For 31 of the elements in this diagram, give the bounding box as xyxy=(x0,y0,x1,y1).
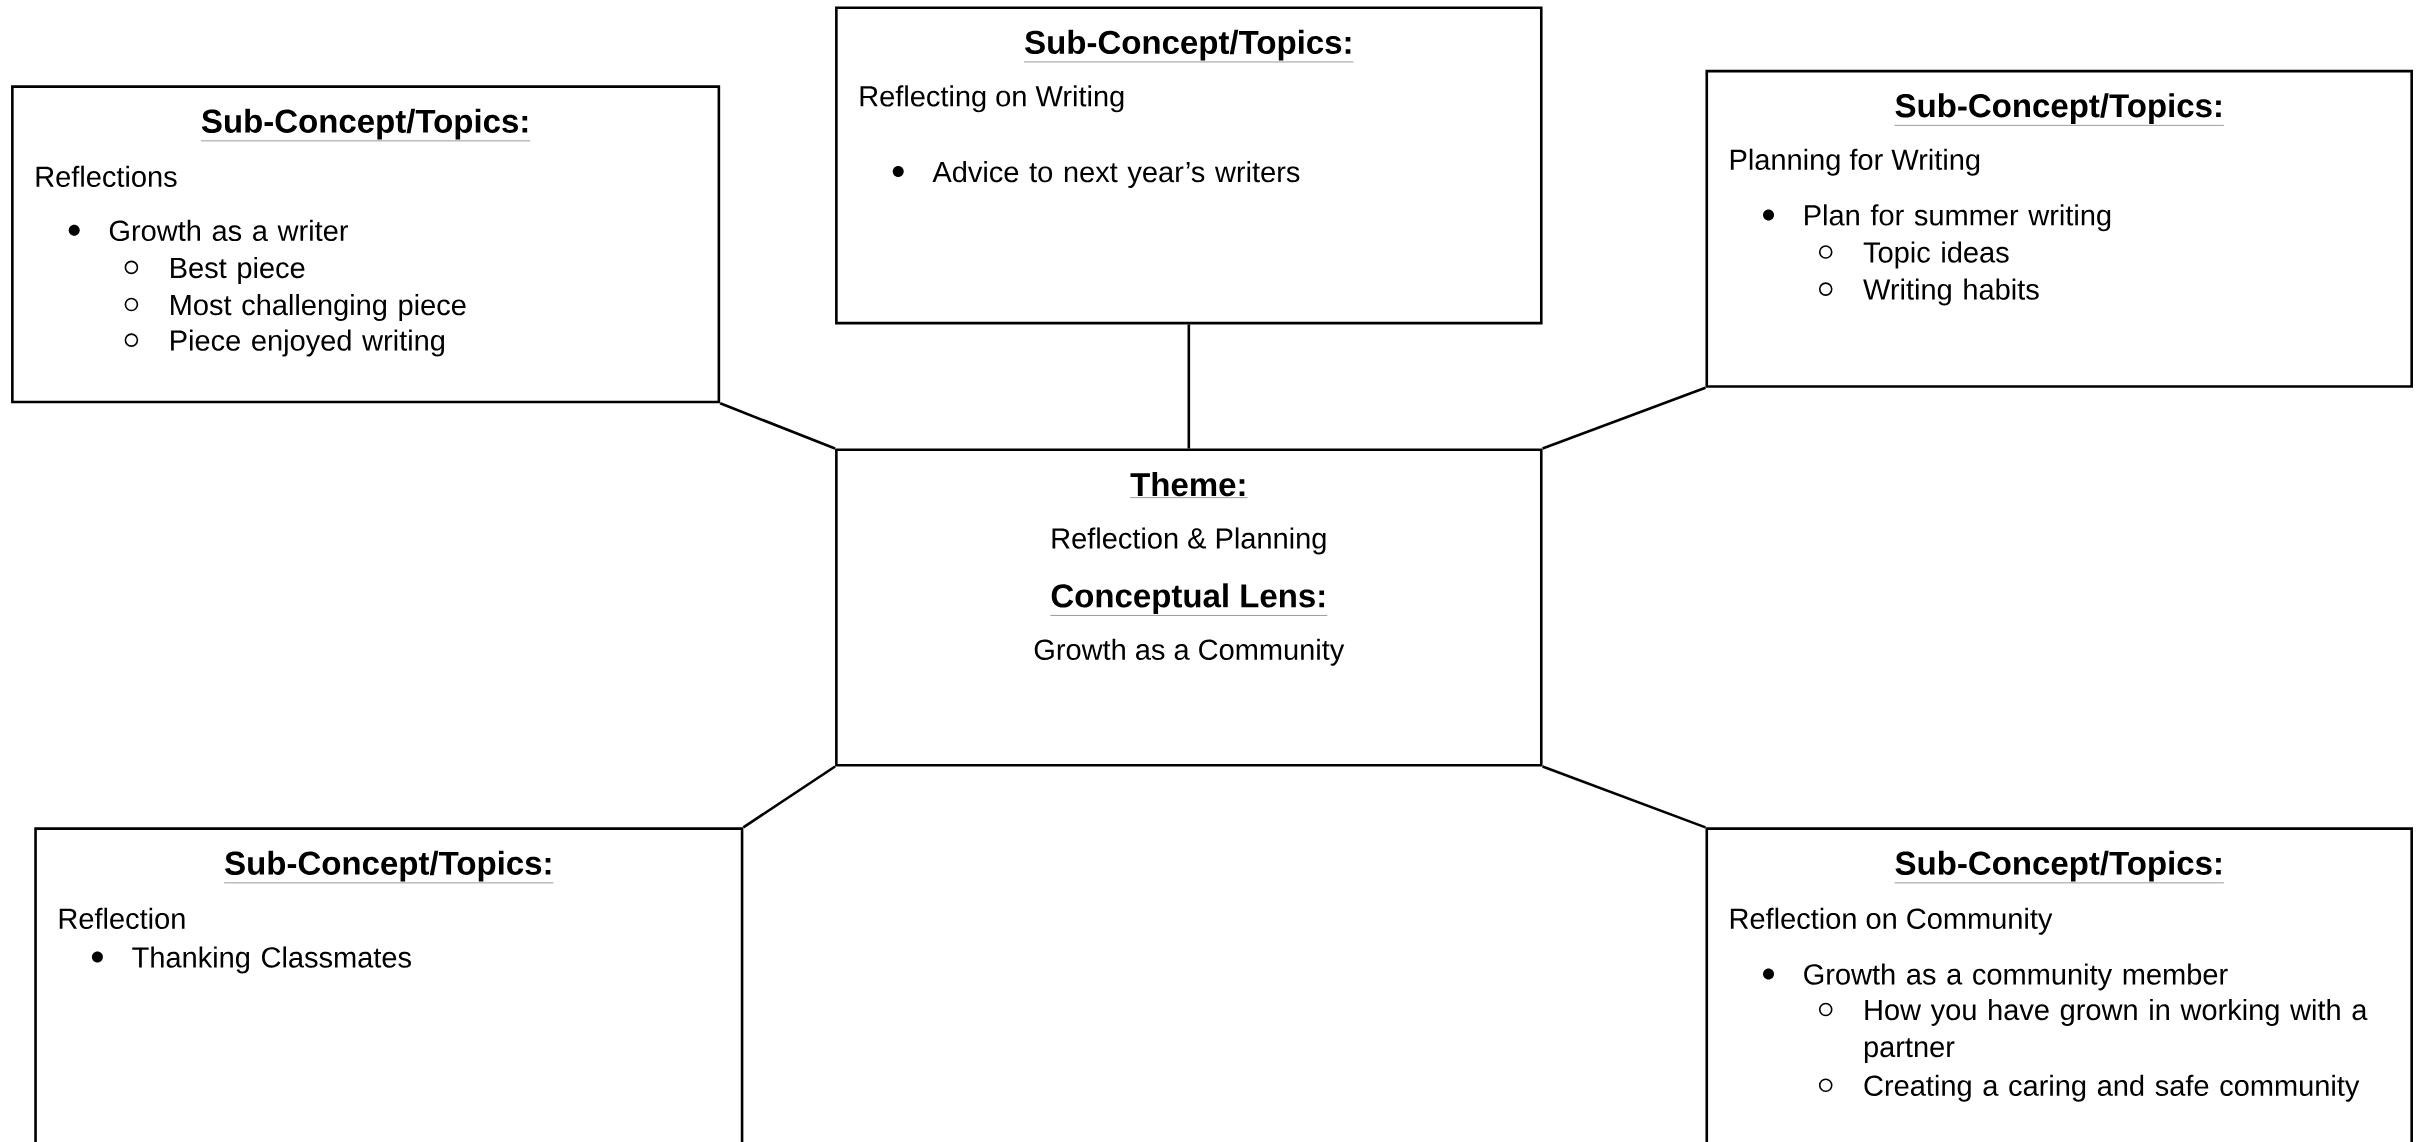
connector-line xyxy=(1542,386,1706,450)
box-heading: Sub-Concept/Topics: xyxy=(1894,850,2225,884)
connector-line xyxy=(719,402,836,450)
connector-line xyxy=(1187,324,1191,449)
box-heading: Sub-Concept/Topics: xyxy=(223,850,554,884)
list-item: How you have grown in working with a partner xyxy=(1864,998,2368,1063)
list-item: Growth as a community member xyxy=(1804,963,2228,991)
list-item: Best piece xyxy=(171,256,305,284)
list-item: Creating a caring and safe community xyxy=(1864,1074,2360,1102)
connector-line xyxy=(742,765,836,829)
box-text: Reflecting on Writing xyxy=(860,85,1124,113)
list-item: Topic ideas xyxy=(1863,241,2009,269)
connector-line xyxy=(1542,765,1706,829)
list-item: Piece enjoyed writing xyxy=(171,329,445,357)
list-item: Most challenging piece xyxy=(171,294,466,321)
box-text: Reflection xyxy=(59,907,185,929)
box-heading: Theme: xyxy=(1129,472,1248,498)
list-item: Plan for summer writing xyxy=(1805,204,2111,232)
box-text: Reflection on Community xyxy=(1730,907,2053,935)
list-item: Thanking Classmates xyxy=(132,946,411,974)
box-text: Growth as a Community xyxy=(1034,638,1345,666)
list-item: Writing habits xyxy=(1863,278,2039,306)
box-text: Reflection & Planning xyxy=(1052,527,1326,555)
list-item: Growth as a writer xyxy=(109,219,348,242)
box-heading: Conceptual Lens: xyxy=(1050,583,1328,616)
box-heading: Sub-Concept/Topics: xyxy=(1894,93,2225,126)
box-heading: Sub-Concept/Topics: xyxy=(200,108,531,142)
box-heading: Sub-Concept/Topics: xyxy=(1023,29,1354,63)
box-text: Reflections xyxy=(36,165,177,187)
box-text: Planning for Writing xyxy=(1730,148,1980,176)
list-item: Advice to next year’s writers xyxy=(932,161,1300,188)
